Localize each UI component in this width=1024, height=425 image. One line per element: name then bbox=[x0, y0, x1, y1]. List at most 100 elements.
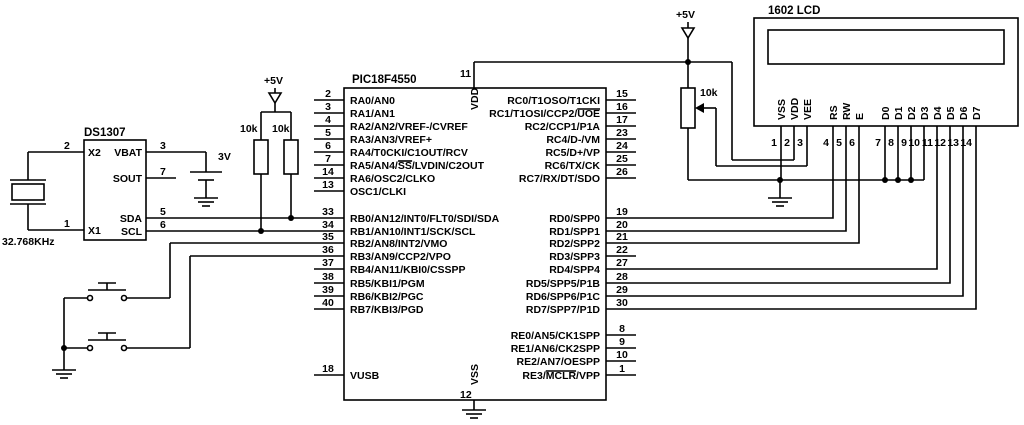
pin-scl-label: SCL bbox=[121, 226, 143, 238]
pot-wiper bbox=[695, 103, 704, 113]
pin-x1-label: X1 bbox=[88, 225, 101, 237]
pic-pin-label: RC2/CCP1/P1A bbox=[525, 121, 601, 133]
resistor-r2-label: 10k bbox=[272, 123, 290, 135]
i2c-pullups: +5V 10k 10k bbox=[240, 75, 299, 234]
pin-sda-label: SDA bbox=[120, 213, 143, 225]
wire bbox=[636, 150, 938, 270]
pic-pin-label: RB7/KBI3/PGD bbox=[350, 304, 424, 316]
pin-vdd-number: 11 bbox=[460, 68, 471, 80]
pic-pin-number: 20 bbox=[616, 219, 628, 231]
pin-sda-number: 5 bbox=[160, 206, 166, 218]
ground-symbol-pic bbox=[462, 409, 486, 419]
lcd-pin-number: 14 bbox=[960, 137, 972, 149]
pic-pin-number: 21 bbox=[616, 231, 628, 243]
pic-pin-number: 29 bbox=[616, 284, 628, 296]
lcd-pin-number: 4 bbox=[823, 137, 829, 149]
pic-pin-number: 39 bbox=[322, 284, 334, 296]
pic-pin-label: RA4/T0CKI/C1OUT/RCV bbox=[350, 147, 468, 159]
pic-pin-number: 26 bbox=[616, 166, 628, 178]
push-button-1 bbox=[64, 282, 128, 302]
pic-pin-label: RC6/TX/CK bbox=[545, 160, 601, 172]
pic-pin-label: RD2/SPP2 bbox=[549, 238, 600, 250]
pic-pin-label: RE2/AN7/OESPP bbox=[517, 356, 600, 368]
lcd-pin-label: D2 bbox=[906, 106, 918, 120]
wire bbox=[636, 150, 860, 244]
pic-pin-number: 7 bbox=[325, 153, 331, 165]
rtc-body bbox=[83, 139, 147, 241]
pin-vusb-number: 18 bbox=[322, 363, 334, 375]
pic-pin-label: RE0/AN5/CK1SPP bbox=[511, 330, 600, 342]
lcd-pins: 1VSS2VDD3VEE4RS5RW6E7D08D19D210D311D412D… bbox=[771, 97, 983, 150]
pic-pin-number: 22 bbox=[616, 244, 628, 256]
pic-pin-number: 24 bbox=[616, 140, 628, 152]
pic-pin-label: RC0/T1OSO/T1CKI bbox=[507, 95, 600, 107]
pic-pin-label: RB0/AN12/INT0/FLT0/SDI/SDA bbox=[350, 213, 500, 225]
pic-pin-label: RA0/AN0 bbox=[350, 95, 395, 107]
pic-pin-label: RB4/AN11/KBI0/CSSPP bbox=[350, 264, 466, 276]
lcd-pin-label: VEE bbox=[802, 99, 814, 120]
pin-vusb-label: VUSB bbox=[350, 370, 380, 382]
lcd-pin-label: D0 bbox=[880, 106, 892, 120]
pic-pin-number: 23 bbox=[616, 127, 628, 139]
pin-sout-number: 7 bbox=[160, 166, 166, 178]
pic-pin-number: 28 bbox=[616, 271, 628, 283]
pic-pin-number: 40 bbox=[322, 297, 334, 309]
crystal bbox=[10, 152, 46, 230]
pin-sout-label: SOUT bbox=[113, 173, 143, 185]
pic-pin-label: RB6/KBI2/PGC bbox=[350, 291, 424, 303]
pic-pin-label: RE1/AN6/CK2SPP bbox=[511, 343, 600, 355]
wire bbox=[636, 150, 964, 297]
junction-scl bbox=[258, 228, 264, 234]
pin-vss-label: VSS bbox=[469, 364, 481, 385]
lcd-1602: 1602 LCD 1VSS2VDD3VEE4RS5RW6E7D08D19D210… bbox=[474, 5, 1019, 207]
lcd-pin-number: 2 bbox=[784, 137, 790, 149]
pic-pin-label: RC5/D+/VP bbox=[545, 147, 600, 159]
lcd-pin-label: D4 bbox=[932, 106, 944, 120]
pin-vbat-label: VBAT bbox=[114, 147, 142, 159]
pic-microcontroller: PIC18F4550 2RA0/AN03RA1/AN14RA2/AN2/VREF… bbox=[314, 62, 636, 419]
ground-symbol-buttons bbox=[52, 369, 76, 379]
lcd-pin-label: VDD bbox=[789, 97, 801, 120]
pic-pin-label: RD4/SPP4 bbox=[549, 264, 600, 276]
pic-pin-label: RC4/D-/VM bbox=[546, 134, 600, 146]
lcd-pin-label: D5 bbox=[945, 106, 957, 120]
pic-lcd-wires bbox=[636, 150, 977, 310]
lcd-pin-number: 12 bbox=[934, 137, 946, 149]
pic-pin-label: RA3/AN3/VREF+ bbox=[350, 134, 432, 146]
pic-pin-number: 10 bbox=[616, 349, 628, 361]
pic-pin-label: RD5/SPP5/P1B bbox=[526, 278, 601, 290]
pin-x2-number: 2 bbox=[64, 140, 70, 152]
pic-pin-number: 37 bbox=[322, 257, 334, 269]
pic-pin-label: RB5/KBI1/PGM bbox=[350, 278, 425, 290]
pic-pin-label: RC1/T1OSI/CCP2/UOE bbox=[489, 108, 600, 120]
ground-symbol-lcd bbox=[768, 197, 792, 207]
pin-vbat-number: 3 bbox=[160, 140, 166, 152]
pic-left-pins: 2RA0/AN03RA1/AN14RA2/AN2/VREF-/CVREF5RA3… bbox=[314, 88, 500, 316]
wire bbox=[636, 150, 847, 232]
pic-pin-number: 36 bbox=[322, 244, 334, 256]
pic-pin-number: 38 bbox=[322, 271, 334, 283]
pin-scl-number: 6 bbox=[160, 219, 166, 231]
wire bbox=[636, 150, 951, 284]
pic-pin-label: RC7/RX/DT/SDO bbox=[519, 173, 600, 185]
lcd-pin-number: 8 bbox=[888, 137, 894, 149]
junction-sda bbox=[288, 215, 294, 221]
pic-pin-label: RA1/AN1 bbox=[350, 108, 395, 120]
lcd-pin-number: 3 bbox=[797, 137, 803, 149]
push-button-2 bbox=[64, 332, 128, 352]
pic-title: PIC18F4550 bbox=[352, 74, 417, 86]
lcd-pin-label: D1 bbox=[893, 106, 905, 120]
pic-pin-label: RB2/AN8/INT2/VMO bbox=[350, 238, 447, 250]
pic-pin-number: 34 bbox=[322, 219, 334, 231]
pic-pin-number: 9 bbox=[619, 336, 625, 348]
pic-pin-number: 8 bbox=[619, 323, 625, 335]
pin-x1-number: 1 bbox=[64, 218, 70, 230]
wire bbox=[636, 150, 834, 219]
lcd-pin-label: RW bbox=[841, 103, 853, 120]
pic-pin-number: 5 bbox=[325, 127, 331, 139]
pic-pin-number: 25 bbox=[616, 153, 628, 165]
pic-pin-label: RA6/OSC2/CLKO bbox=[350, 173, 435, 185]
wire bbox=[636, 150, 977, 310]
